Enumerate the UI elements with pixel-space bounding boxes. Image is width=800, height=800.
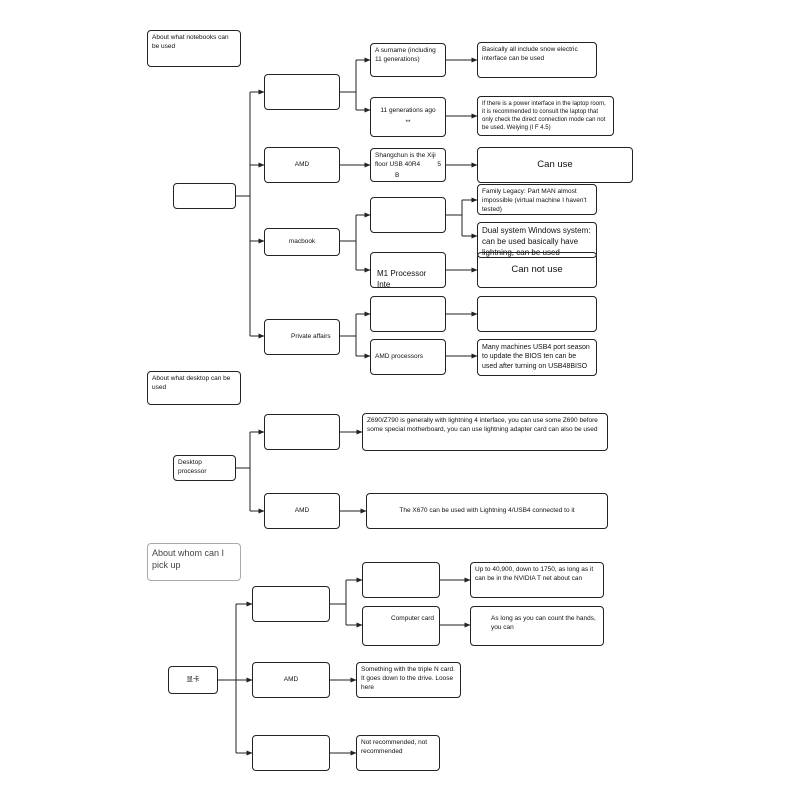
section2-branch-amd[interactable]: AMD xyxy=(264,493,340,529)
shangchun-label: Shangchun is the Xiji floor USB 40R4 xyxy=(375,152,436,168)
leaf-shangchun[interactable]: Shangchun is the Xiji floor USB 40R4 B 5 xyxy=(370,148,446,182)
leaf-mac-blank[interactable] xyxy=(370,197,446,233)
section3-leaf-blank[interactable] xyxy=(362,562,440,598)
section3-root-graphics-card[interactable]: 显卡 xyxy=(168,666,218,694)
shangchun-b: B xyxy=(395,171,400,179)
note-basically[interactable]: Basically all include snow electric inte… xyxy=(477,42,597,78)
leaf-amd-processors[interactable]: AMD processors xyxy=(370,339,446,375)
generations-label: 11 generations ago xyxy=(380,107,436,114)
note-can-use[interactable]: Can use xyxy=(477,147,633,183)
section3-branch-amd[interactable]: AMD xyxy=(252,662,330,698)
note-z690[interactable]: Z690/Z790 is generally with lightning 4 … xyxy=(362,413,608,451)
branch-amd[interactable]: AMD xyxy=(264,147,340,183)
note-power-interface[interactable]: If there is a power interface in the lap… xyxy=(477,96,614,136)
section1-root-node[interactable] xyxy=(173,183,236,209)
note-many-machines[interactable]: Many machines USB4 port season to update… xyxy=(477,339,597,376)
branch-macbook[interactable]: macbook xyxy=(264,228,340,256)
note-family-legacy[interactable]: Family Legacy: Part MAN almost impossibl… xyxy=(477,184,597,215)
branch-blank-top[interactable] xyxy=(264,74,340,110)
leaf-m1-processor[interactable]: M1 Processor Inte xyxy=(370,252,446,289)
note-x670[interactable]: The X670 can be used with Lightning 4/US… xyxy=(366,493,608,529)
leaf-generations[interactable]: 11 generations ago ** xyxy=(370,97,446,137)
shangchun-number: 5 xyxy=(437,161,441,168)
section1-title: About what notebooks can be used xyxy=(147,30,241,67)
section2-root-desktop-processor[interactable]: Desktop processor xyxy=(173,455,236,481)
note-private-blank[interactable] xyxy=(477,296,597,332)
section3-title: About whom can I pick up xyxy=(147,543,241,581)
leaf-surname[interactable]: A surname (including 11 generations) xyxy=(370,43,446,77)
note-triple-card[interactable]: Something with the triple N card. It goe… xyxy=(356,662,461,698)
note-up-to[interactable]: Up to 40,900, down to 1750, as long as i… xyxy=(470,562,604,598)
section3-branch-top[interactable] xyxy=(252,586,330,622)
section3-leaf-computer-card[interactable]: Computer card xyxy=(362,606,440,646)
leaf-private-blank[interactable] xyxy=(370,296,446,332)
note-not-recommended[interactable]: Not recommended, not recommended xyxy=(356,735,440,771)
section3-branch-bottom[interactable] xyxy=(252,735,330,771)
section2-title: About what desktop can be used xyxy=(147,371,241,405)
note-count-hands[interactable]: As long as you can count the hands, you … xyxy=(470,606,604,646)
note-can-not-use[interactable]: Can not use xyxy=(477,252,597,288)
section2-branch-blank[interactable] xyxy=(264,414,340,450)
generations-mark: ** xyxy=(405,118,411,126)
branch-private-affairs[interactable]: Private affairs xyxy=(264,319,340,355)
